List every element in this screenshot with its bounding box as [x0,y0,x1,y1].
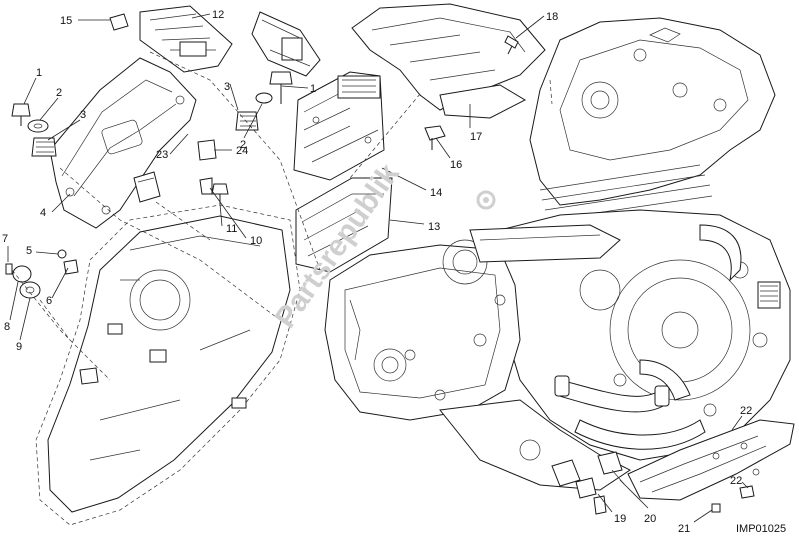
callout-22a: 22 [740,405,752,417]
part-14-ecu [293,71,385,181]
part-10-clip [199,177,213,195]
part-24-grommet [197,139,217,161]
engine-block [324,17,791,491]
callout-2a: 2 [56,87,62,99]
part-2-washer [27,119,49,133]
part-5-screw [57,249,67,259]
callout-24: 24 [236,145,248,157]
part-18-screw [504,35,519,55]
part-1-bolt [11,103,31,126]
callout-1b: 1 [310,83,316,95]
part-6-clip [63,259,79,275]
callout-16: 16 [450,159,462,171]
part-17-cover [351,3,546,119]
part-3-spacer [31,137,57,157]
callout-19: 19 [614,513,626,525]
callout-21: 21 [678,523,690,535]
belt-cover-housing [35,204,301,526]
dashed-outlines [11,51,553,381]
gear-icon [476,190,496,210]
part-7-screw [5,263,13,275]
callout-11: 11 [226,223,237,235]
callout-17: 17 [470,131,482,143]
part-16-clip [424,125,446,150]
part-23-relay [133,171,161,203]
callout-23: 23 [156,149,168,161]
part-9-washer [19,281,41,299]
part-1-bolt-b [269,71,293,104]
callout-2b: 2 [240,139,246,151]
callout-labels: 1 2 3 4 5 6 7 8 9 10 11 12 13 14 15 16 1… [2,9,752,535]
callout-10: 10 [250,235,262,247]
part-20-clip [597,451,625,485]
callout-12: 12 [212,9,224,21]
callout-4: 4 [40,207,46,219]
callout-20: 20 [644,513,656,525]
part-4-bracket [49,57,197,229]
part-19-connector [551,459,607,515]
part-11-screw [211,183,229,204]
callout-5: 5 [26,245,32,257]
part-2-washer-b [255,92,273,104]
part-15-nut [109,13,129,31]
part-3-spacer-b [235,111,259,131]
part-22-cover [627,419,795,501]
part-21-screw [711,503,721,513]
callout-3a: 3 [80,109,86,121]
callout-13: 13 [428,221,440,233]
callout-15: 15 [60,15,72,27]
drawing-code: IMP01025 [736,523,786,535]
callout-9: 9 [16,341,22,353]
callout-3b: 3 [224,81,230,93]
callout-22b: 22 [730,475,742,487]
callout-14: 14 [430,187,442,199]
part-12-bracket [139,5,233,73]
leader-lines [7,13,749,523]
callout-1a: 1 [36,67,42,79]
callout-6: 6 [46,295,52,307]
part-8-grommet [12,265,32,283]
callout-7: 7 [2,233,8,245]
callout-8: 8 [4,321,10,333]
part-13-tray [295,177,393,273]
part-connector-top [251,11,321,77]
callout-18: 18 [546,11,558,23]
